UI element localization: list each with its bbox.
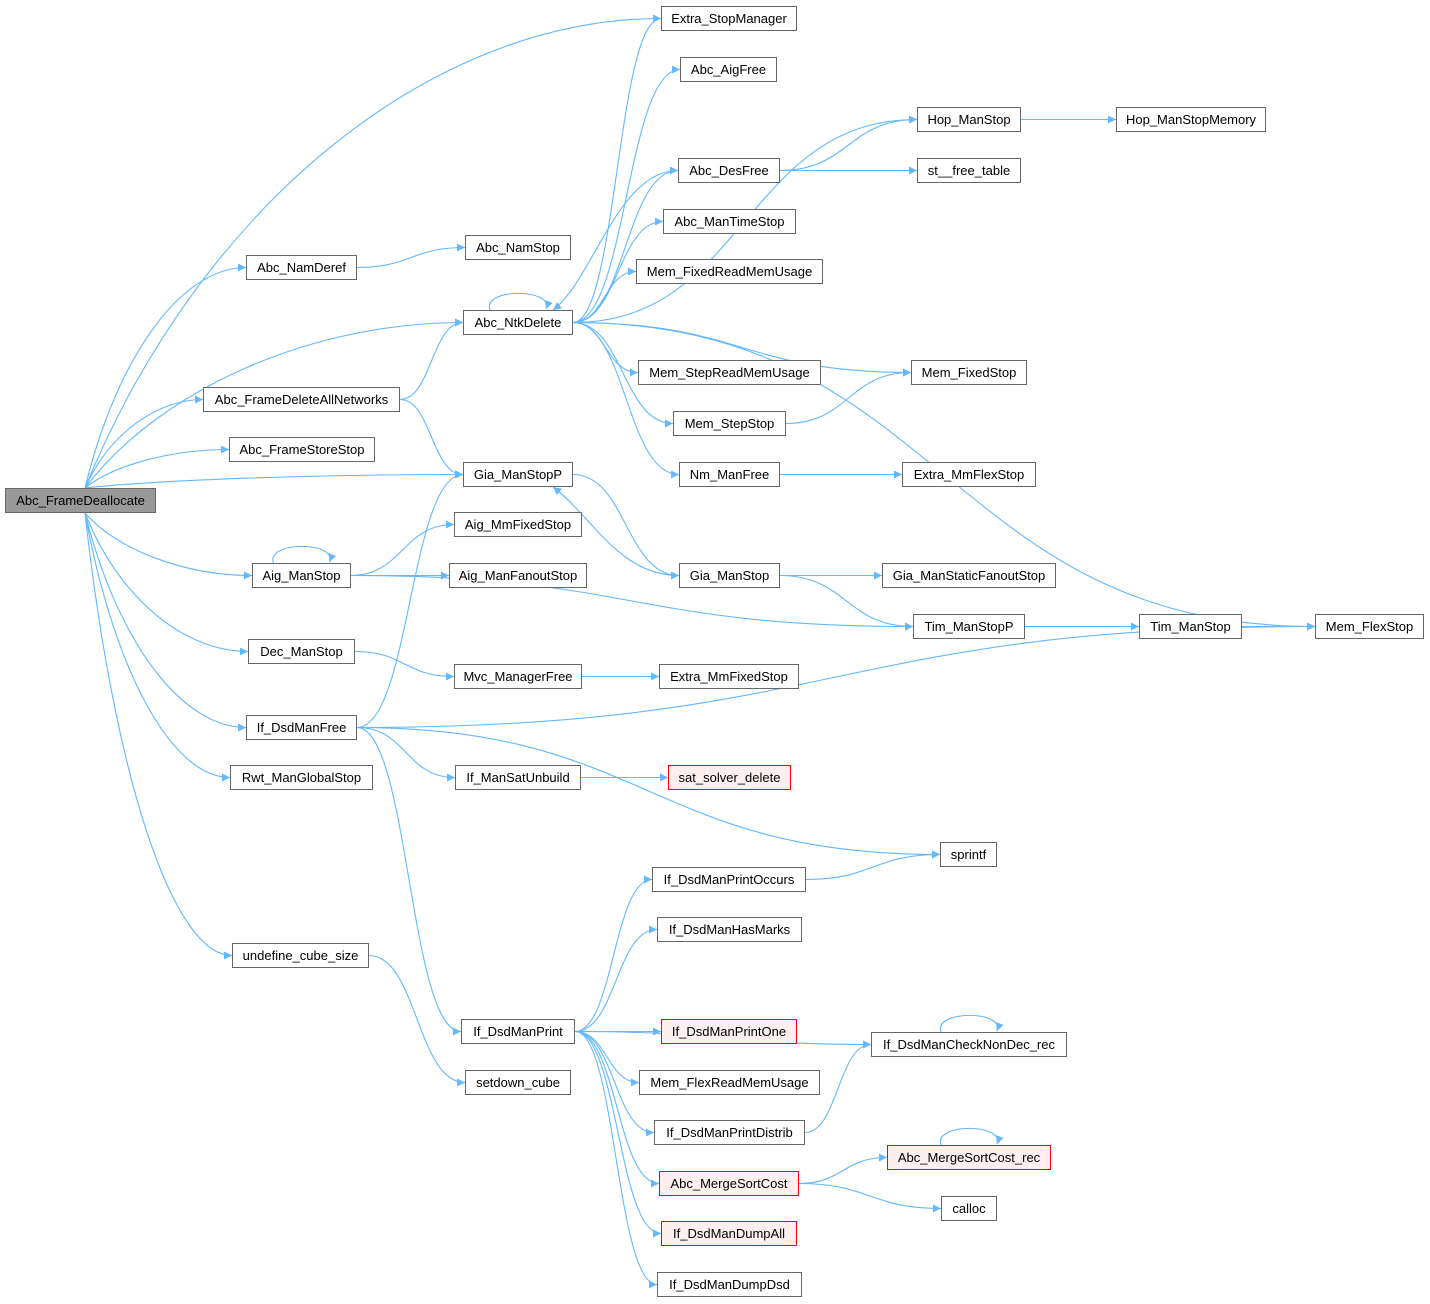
edge-abc-framedeallocate-to-undefine-cube-size	[84, 512, 233, 960]
node-abc-mergesortcost-rec[interactable]: Abc_MergeSortCost_rec	[887, 1145, 1051, 1170]
edge-abc-framedeallocate-to-gia-manstopp	[84, 470, 464, 489]
node-extra-stopmanager[interactable]: Extra_StopManager	[661, 6, 797, 31]
edge-if-dsdmanprintdistrib-to-if-dsdmanchecknondec-rec	[804, 1040, 872, 1134]
node-mem-fixedreadmemusage[interactable]: Mem_FixedReadMemUsage	[636, 259, 823, 284]
node-if-dsdmanprintoccurs[interactable]: If_DsdManPrintOccurs	[652, 867, 806, 892]
edge-abc-namderef-to-abc-namstop	[356, 243, 466, 269]
node-if-dsdmanhasmarks[interactable]: If_DsdManHasMarks	[657, 917, 802, 942]
edge-if-dsdmanfree-to-mem-flexstop	[356, 622, 1316, 729]
node-extra-mmfixedstop[interactable]: Extra_MmFixedStop	[659, 664, 799, 689]
edge-gia-manstopp-to-gia-manstop	[572, 473, 680, 580]
edge-abc-framedeallocate-to-abc-framedeleteallnetworks	[84, 395, 204, 489]
node-gia-manstop[interactable]: Gia_ManStop	[679, 563, 780, 588]
node-nm-manfree[interactable]: Nm_ManFree	[679, 462, 780, 487]
node-tim-manstopp[interactable]: Tim_ManStopP	[913, 614, 1025, 639]
edge-gia-manstop-to-tim-manstopp	[779, 574, 914, 631]
node-setdown-cube[interactable]: setdown_cube	[465, 1070, 571, 1095]
edge-abc-framedeallocate-to-extra-stopmanager	[84, 14, 662, 489]
node-mvc-managerfree[interactable]: Mvc_ManagerFree	[454, 664, 582, 689]
node-gia-manstopp[interactable]: Gia_ManStopP	[463, 462, 573, 487]
edge-abc-mergesortcost-to-calloc	[798, 1182, 942, 1213]
node-abc-namstop[interactable]: Abc_NamStop	[465, 235, 571, 260]
node-sprintf[interactable]: sprintf	[940, 842, 997, 867]
node-abc-framedeallocate[interactable]: Abc_FrameDeallocate	[5, 488, 156, 513]
edge-dec-manstop-to-mvc-managerfree	[354, 650, 455, 681]
edge-abc-ntkdelete-to-abc-ntkdelete	[489, 292, 553, 311]
edge-abc-framedeallocate-to-abc-ntkdelete	[84, 318, 464, 489]
edge-aig-manstop-to-aig-manstop	[272, 545, 337, 564]
edge-abc-ntkdelete-to-mem-stepstop	[572, 321, 674, 428]
edge-gia-manstop-to-gia-manstopp	[552, 486, 680, 577]
edge-abc-ntkdelete-to-abc-aigfree	[572, 65, 681, 324]
node-if-dsdmanchecknondec-rec[interactable]: If_DsdManCheckNonDec_rec	[871, 1032, 1067, 1057]
edge-abc-ntkdelete-to-extra-stopmanager	[572, 14, 662, 324]
node-if-dsdmanprintdistrib[interactable]: If_DsdManPrintDistrib	[654, 1120, 805, 1145]
node-gia-manstaticfanoutstop[interactable]: Gia_ManStaticFanoutStop	[882, 563, 1056, 588]
node-if-dsdmanprintone[interactable]: If_DsdManPrintOne	[661, 1019, 797, 1044]
node-mem-fixedstop[interactable]: Mem_FixedStop	[911, 360, 1027, 385]
edge-aig-manstop-to-aig-mmfixedstop	[350, 520, 455, 577]
node-st-free-table[interactable]: st__free_table	[917, 158, 1021, 183]
edge-if-dsdmanprint-to-if-dsdmandumpall	[574, 1030, 662, 1238]
edge-undefine-cube-size-to-setdown-cube	[368, 954, 466, 1087]
edge-abc-mergesortcost-to-abc-mergesortcost-rec	[798, 1153, 888, 1185]
node-if-mansatunbuild[interactable]: If_ManSatUnbuild	[455, 765, 581, 790]
edge-if-dsdmanprint-to-if-dsdmandumpdsd	[574, 1030, 658, 1289]
node-mem-stepreadmemusage[interactable]: Mem_StepReadMemUsage	[638, 360, 821, 385]
node-abc-mantimestop[interactable]: Abc_ManTimeStop	[663, 209, 796, 234]
edge-abc-framedeallocate-to-aig-manstop	[84, 512, 253, 580]
node-abc-ntkdelete[interactable]: Abc_NtkDelete	[463, 310, 573, 335]
edge-abc-ntkdelete-to-mem-fixedreadmemusage	[572, 267, 637, 324]
node-calloc[interactable]: calloc	[941, 1196, 997, 1221]
node-abc-namderef[interactable]: Abc_NamDeref	[246, 255, 357, 280]
edge-if-dsdmanprintoccurs-to-sprintf	[805, 850, 941, 881]
node-abc-mergesortcost[interactable]: Abc_MergeSortCost	[659, 1171, 799, 1196]
node-mem-flexstop[interactable]: Mem_FlexStop	[1315, 614, 1424, 639]
edge-abc-desfree-to-abc-ntkdelete	[552, 169, 679, 311]
node-extra-mmflexstop[interactable]: Extra_MmFlexStop	[902, 462, 1036, 487]
node-aig-manstop[interactable]: Aig_ManStop	[252, 563, 351, 588]
node-aig-manfanoutstop[interactable]: Aig_ManFanoutStop	[449, 563, 587, 588]
edge-abc-framedeallocate-to-if-dsdmanfree	[84, 512, 247, 732]
node-tim-manstop[interactable]: Tim_ManStop	[1139, 614, 1242, 639]
node-abc-framedeleteallnetworks[interactable]: Abc_FrameDeleteAllNetworks	[203, 387, 400, 412]
edge-abc-mergesortcost-rec-to-abc-mergesortcost-rec	[940, 1127, 1004, 1146]
node-sat-solver-delete[interactable]: sat_solver_delete	[668, 765, 791, 790]
edge-if-dsdmanprint-to-if-dsdmanprintoccurs	[574, 875, 653, 1033]
edge-if-dsdmanfree-to-sprintf	[356, 726, 941, 859]
node-abc-desfree[interactable]: Abc_DesFree	[678, 158, 780, 183]
edge-if-dsdmanfree-to-gia-manstopp	[356, 470, 464, 729]
node-mem-stepstop[interactable]: Mem_StepStop	[673, 411, 786, 436]
edge-if-dsdmanprint-to-if-dsdmanhasmarks	[574, 925, 658, 1033]
edge-if-dsdmanfree-to-if-dsdmanprint	[356, 726, 462, 1036]
node-undefine-cube-size[interactable]: undefine_cube_size	[232, 943, 369, 968]
edge-abc-ntkdelete-to-nm-manfree	[572, 321, 680, 479]
node-mem-flexreadmemusage[interactable]: Mem_FlexReadMemUsage	[639, 1070, 820, 1095]
edge-if-dsdmanprint-to-abc-mergesortcost	[574, 1030, 660, 1188]
node-aig-mmfixedstop[interactable]: Aig_MmFixedStop	[454, 512, 582, 537]
node-abc-framestorestop[interactable]: Abc_FrameStoreStop	[229, 437, 375, 462]
edge-abc-framedeallocate-to-rwt-manglobalstop	[84, 512, 231, 782]
node-hop-manstopmemory[interactable]: Hop_ManStopMemory	[1116, 107, 1266, 132]
edge-mem-stepstop-to-mem-fixedstop	[785, 368, 912, 425]
edge-abc-desfree-to-hop-manstop	[779, 115, 918, 172]
edge-abc-framedeallocate-to-abc-framestorestop	[84, 445, 230, 489]
node-if-dsdmandumpall[interactable]: If_DsdManDumpAll	[661, 1221, 797, 1246]
edge-if-dsdmanfree-to-if-mansatunbuild	[356, 726, 456, 782]
node-if-dsdmanprint[interactable]: If_DsdManPrint	[461, 1019, 575, 1044]
node-rwt-manglobalstop[interactable]: Rwt_ManGlobalStop	[230, 765, 373, 790]
node-if-dsdmanfree[interactable]: If_DsdManFree	[246, 715, 357, 740]
edge-if-dsdmanprint-to-if-dsdmanprintdistrib	[574, 1030, 655, 1137]
edge-abc-framedeallocate-to-dec-manstop	[84, 512, 249, 656]
node-abc-aigfree[interactable]: Abc_AigFree	[680, 57, 777, 82]
edge-aig-manstop-to-tim-manstopp	[350, 574, 914, 631]
edge-if-dsdmanchecknondec-rec-to-if-dsdmanchecknondec-rec	[940, 1014, 1004, 1033]
node-hop-manstop[interactable]: Hop_ManStop	[917, 107, 1021, 132]
edge-abc-framedeallocate-to-abc-namderef	[84, 263, 247, 489]
edge-abc-framedeleteallnetworks-to-abc-ntkdelete	[399, 318, 464, 401]
edge-abc-framedeleteallnetworks-to-gia-manstopp	[399, 398, 464, 479]
node-dec-manstop[interactable]: Dec_ManStop	[248, 639, 355, 664]
node-if-dsdmandumpdsd[interactable]: If_DsdManDumpDsd	[657, 1272, 802, 1297]
